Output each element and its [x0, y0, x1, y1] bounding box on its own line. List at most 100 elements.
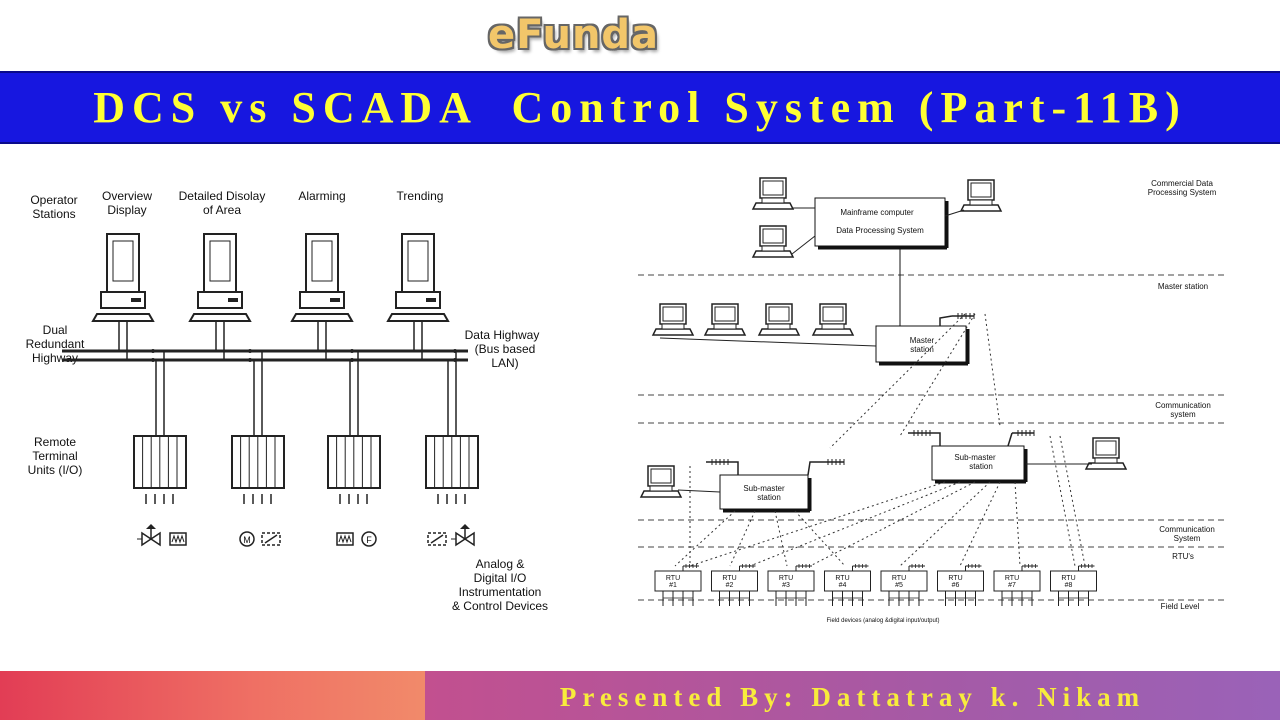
rtu-label: RTU: [892, 575, 906, 582]
rtu-label: #3: [782, 582, 790, 589]
master-station-label: Master: [910, 336, 935, 345]
scada-workstations: [639, 177, 1128, 498]
rtu-label: RTU#3: [779, 575, 793, 589]
flow-icon: [361, 531, 377, 547]
sub-master-station-box: [719, 474, 809, 510]
rtu-label: #7: [1008, 582, 1016, 589]
io-devices-label: Analog &: [476, 557, 525, 571]
rtu-label: Units (I/O): [28, 463, 83, 477]
scada-rtu-block: RTU#4: [824, 564, 871, 606]
operator-stations-label: Stations: [32, 207, 75, 221]
rtu-label: RTU#5: [892, 575, 906, 589]
mainframe-label: Data Processing System: [836, 226, 924, 235]
footer: Presented By: Dattatray k. Nikam: [0, 671, 1280, 720]
screen-label: Display: [107, 203, 146, 217]
operator-stations-label: Operator: [30, 193, 77, 207]
valve-icon: [451, 524, 475, 547]
radio-link: [899, 481, 991, 567]
rtu-label: #6: [952, 582, 960, 589]
sensor-icon: [169, 532, 187, 546]
operator-station-computer-icon: [290, 233, 354, 360]
rtu-block: [133, 351, 187, 504]
sub-master-antenna-icon: [706, 459, 729, 465]
data-highway-label: LAN): [491, 356, 518, 370]
page-title: DCS vs SCADA Control System (Part-11B): [93, 83, 1187, 132]
radio-link: [674, 510, 736, 567]
level-label: Communication: [1159, 525, 1215, 534]
master-station-label: station: [910, 345, 934, 354]
level-label: system: [1170, 410, 1196, 419]
radio-link: [1059, 435, 1086, 567]
mainframe-box: [814, 197, 946, 247]
rtu-label: #1: [669, 582, 677, 589]
level-label: Master station: [1158, 282, 1208, 291]
flow-glyph: F: [366, 535, 372, 545]
sub-master-station-box: [931, 445, 1025, 481]
rtu-label: Terminal: [32, 449, 77, 463]
radio-link: [899, 313, 976, 437]
rtu-label: RTU: [1061, 575, 1075, 582]
screen-label: Detailed Disolay: [179, 189, 266, 203]
dual-highway-label: Dual: [43, 323, 68, 337]
rtu-label: RTU: [722, 575, 736, 582]
sub-master-label: Sub-master: [954, 453, 996, 462]
dual-highway-label: Redundant: [26, 337, 85, 351]
level-label: Communication: [1155, 401, 1211, 410]
footer-left-band: [0, 671, 425, 720]
operator-station-computer-icon: [91, 233, 155, 360]
sub-master-label: station: [757, 493, 781, 502]
screen-label: Overview: [102, 189, 152, 203]
io-devices-label: Digital I/O: [474, 571, 527, 585]
mainframe-label: Mainframe computer: [840, 208, 914, 217]
radio-link: [794, 510, 846, 567]
level-label: Commercial Data: [1151, 179, 1213, 188]
screen-label: Trending: [397, 189, 444, 203]
sub-master-antenna-icon: [822, 459, 845, 465]
rtu-label: RTU: [835, 575, 849, 582]
radio-link: [829, 313, 966, 449]
workstation-icon: [1084, 437, 1128, 470]
field-devices-label: Field devices (analog &digital input/out…: [826, 618, 939, 624]
radio-link: [729, 510, 756, 567]
scada-rtu-block: RTU#3: [767, 564, 815, 606]
radio-link: [809, 481, 976, 567]
presenter-credit: Presented By: Dattatray k. Nikam: [559, 682, 1146, 712]
master-antenna-icon: [952, 313, 975, 319]
data-highway-label: Data Highway: [465, 328, 540, 342]
radio-link: [774, 510, 788, 567]
rtu-label: RTU#6: [948, 575, 962, 589]
scada-rtu-block: RTU#7: [993, 564, 1041, 606]
switch-icon: [261, 532, 281, 546]
io-devices-label: & Control Devices: [452, 599, 548, 613]
rtu-label: #5: [895, 582, 903, 589]
rtu-label: RTU#1: [666, 575, 680, 589]
dual-highway-label: Highway: [32, 351, 78, 365]
screen-label: of Area: [203, 203, 241, 217]
workstation-icon: [751, 177, 795, 210]
operator-station-computer-icon: [386, 233, 450, 360]
valve-icon: [137, 524, 161, 547]
operator-stations: [91, 233, 457, 362]
rtu-label: Remote: [34, 435, 76, 449]
scada-rtu-block: RTU#8: [1050, 564, 1097, 606]
data-highway-label: (Bus based: [475, 342, 536, 356]
radio-link: [1049, 435, 1076, 567]
operator-station-computer-icon: [188, 233, 252, 360]
level-label: Processing System: [1148, 188, 1217, 197]
rtu-block: [425, 351, 479, 504]
rtu-label: #4: [839, 582, 847, 589]
rtu-label: RTU: [1005, 575, 1019, 582]
sub-master-antenna-icon: [1012, 430, 1035, 436]
footer-right-band: [425, 671, 1280, 720]
rtu-block: [231, 351, 285, 504]
level-label: Field Level: [1161, 602, 1200, 611]
rtu-label: RTU#7: [1005, 575, 1019, 589]
rtu-label: RTU#2: [722, 575, 736, 589]
